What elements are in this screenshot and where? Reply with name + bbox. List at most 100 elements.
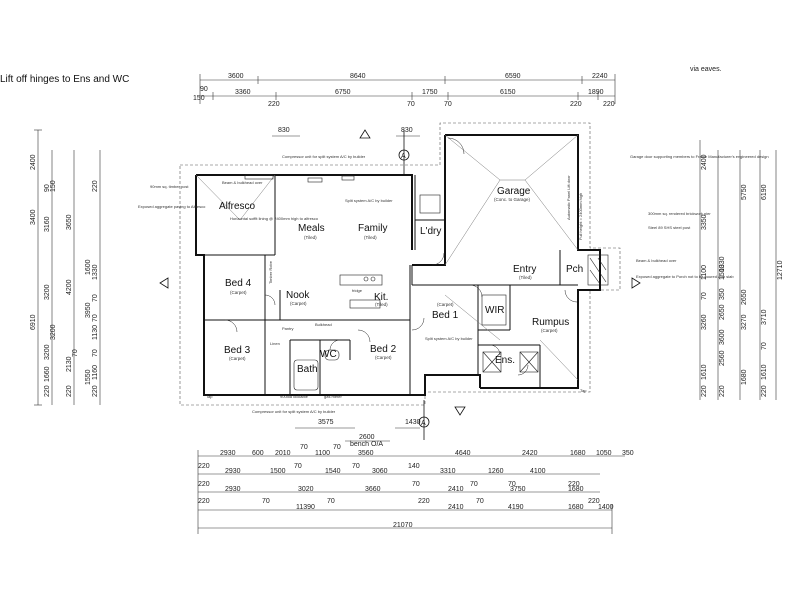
room-rumpus: Rumpus: [532, 317, 569, 328]
bottom-dimension-text-row3: 220 2930 70 3020 70 3660 220 2410 70 375…: [198, 486, 600, 505]
right-dimension-text: 2400 5750 6190 12710 3350 1100 1500 2650…: [701, 154, 784, 397]
callout-pantry: Pantry: [282, 326, 294, 331]
dim-top2-4: 220: [268, 101, 280, 108]
dim-left-outer-1: 2400: [30, 154, 37, 170]
beam-bulkhead: [244, 174, 274, 180]
dim-bench: bench O/A: [350, 441, 383, 448]
dim-bottom2-10: 70: [470, 481, 478, 488]
dim-top2-12: 220: [603, 101, 615, 108]
dim-top2-10: 220: [570, 101, 582, 108]
callout-compressor-bottom: Compressor unit for split system A/C by …: [252, 409, 336, 414]
cooktop-icon: [363, 276, 369, 282]
callout-linen: Linen: [270, 341, 280, 346]
dim-bottom2-1: 220: [198, 481, 210, 488]
callout-exposed-aggregate: Exposed aggregate paving to Alfresco: [138, 204, 206, 209]
note-via-eaves: via eaves.: [690, 66, 722, 73]
dim-top2-8: 70: [444, 101, 452, 108]
dim-right-inner-4: 2650: [719, 304, 726, 320]
dim-bottom3-3: 70: [262, 498, 270, 505]
dim-top2-6: 70: [407, 101, 415, 108]
dim-right3-5: 70: [761, 342, 768, 350]
room-wir: WIR: [485, 305, 504, 316]
dim-right-inner-6: 3710: [761, 309, 768, 325]
dim-bottom1-8: 3560: [358, 450, 374, 457]
dim-bottom1-14: 350: [622, 450, 634, 457]
callout-bulkhead: Bulkhead: [315, 322, 332, 327]
room-bed4-finish: (Carpet): [230, 290, 247, 295]
room-labels: Alfresco Meals (Tiled) Family (Tiled) Ga…: [219, 186, 583, 375]
dim-bottom3-4: 3020: [298, 486, 314, 493]
dim-bottom1-2: 2930: [220, 450, 236, 457]
dim-bottom3-9: 70: [476, 498, 484, 505]
note-lift-off-hinges: Lift off hinges to Ens and WC: [0, 74, 130, 85]
callout-lockable: 900dia lockable: [280, 394, 309, 399]
dim-bottom3-8: 2410: [448, 486, 464, 493]
dim-left3-7: 3200: [50, 324, 57, 340]
dim-right2-4: 2560: [719, 350, 726, 366]
callout-porch-aggregate: Exposed aggregate to Porch not to be pou…: [636, 274, 734, 279]
dim-top2-7: 1750: [422, 89, 438, 96]
dim-left2-1: 3650: [66, 214, 73, 230]
dim-bottom2-5: 1540: [325, 468, 341, 475]
room-bed2: Bed 2: [370, 344, 397, 355]
room-bed2-finish: (Carpet): [375, 355, 392, 360]
door-swings: [224, 137, 578, 376]
room-bed3-finish: (Carpet): [229, 356, 246, 361]
dim-left2-3: 3950: [85, 302, 92, 318]
ensuite-shower: [519, 351, 539, 373]
cooktop-icon: [370, 276, 376, 282]
top-dimension-text: 3600 8640 6590 2240 150 90 3360 220 6750…: [193, 73, 615, 134]
dim-left3-3: 70: [92, 294, 99, 302]
porch-paving: [587, 254, 609, 286]
eaves-outline: [179, 122, 621, 406]
callout-rendered-pier: 300mm sq. rendered brickwork pier: [648, 211, 711, 216]
room-bed1-finish: (Carpet): [437, 302, 454, 307]
dim-right3-6: 1610: [761, 364, 768, 380]
callout-tap-right: Tap: [580, 388, 587, 393]
dim-left-inner-4: 3200: [44, 284, 51, 300]
dim-left3-5: 70: [92, 314, 99, 322]
dim-right2-3: 2650: [741, 289, 748, 305]
dim-top2-2: 90: [200, 86, 208, 93]
callout-porch-beam: Beam & bulkhead over: [636, 258, 677, 263]
dim-right3-1: 220: [719, 385, 726, 397]
dim-bottom4-4: 1680: [568, 504, 584, 511]
dim-bottom1-3: 600: [252, 450, 264, 457]
dim-bottom3-2: 2930: [225, 486, 241, 493]
room-bed1: Bed 1: [432, 310, 459, 321]
dim-bottom2-14: 220: [568, 481, 580, 488]
dim-top2-1: 150: [193, 95, 205, 102]
dim-right-outer-2: 5750: [741, 184, 748, 200]
dim-left-inner-2: 150: [50, 180, 57, 192]
room-meals: Meals: [298, 223, 325, 234]
callout-panel-lift: Automatic Panel Lift door: [566, 175, 571, 220]
dim-bottom2-11: 1260: [488, 468, 504, 475]
room-porch: Pch: [566, 264, 583, 275]
dim-right3-4: 70: [701, 292, 708, 300]
dim-left-inner-3: 3160: [44, 216, 51, 232]
dim-bottom3-7: 220: [418, 498, 430, 505]
room-kitchen-finish: (Tiled): [375, 302, 388, 307]
dim-bottom1-12: 1680: [570, 450, 586, 457]
dim-right2-1: 3260: [701, 314, 708, 330]
dim-top2-3: 3360: [235, 89, 251, 96]
dim-bottom2-12: 70: [508, 481, 516, 488]
dim-right-outer-4: 12710: [777, 260, 784, 280]
internal-walls: [204, 175, 578, 395]
callout-timber-robe-bed4: Timber Robe: [268, 260, 273, 284]
dim-left3-4: 1600: [85, 259, 92, 275]
callout-full-height: Full height = 2400mm high: [578, 193, 583, 240]
shower: [482, 351, 502, 373]
dim-left2-2: 4200: [66, 279, 73, 295]
dim-right2-6: 220: [701, 385, 708, 397]
room-garage-finish: (Conc. to Garage): [494, 197, 531, 202]
split-system-ac: [307, 177, 323, 183]
dim-left3-2: 1330: [92, 264, 99, 280]
dim-right2-5: 1610: [701, 364, 708, 380]
callout-tap-left: Tap: [206, 394, 213, 399]
room-garage: Garage: [497, 186, 531, 197]
room-wc: WC: [320, 349, 337, 360]
callout-fridge: fridge: [352, 288, 363, 293]
right-dimension-lines: [699, 140, 777, 400]
